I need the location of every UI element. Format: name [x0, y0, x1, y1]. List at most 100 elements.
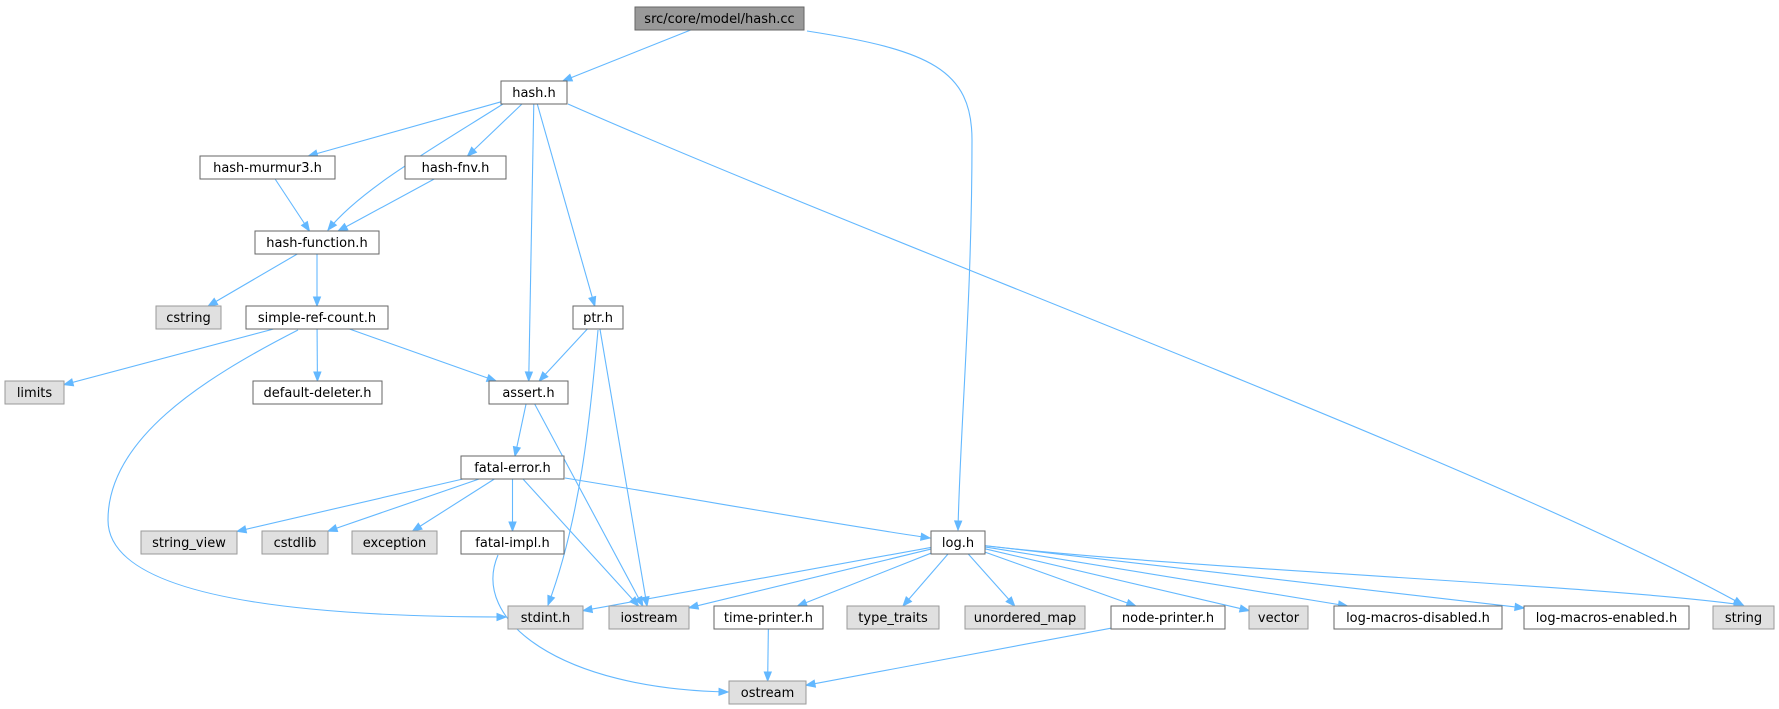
edge-line: [538, 328, 588, 382]
edge-line: [337, 178, 435, 232]
node-label: node-printer.h: [1122, 611, 1214, 626]
arrowhead: [1514, 602, 1526, 612]
edge-fnv-to-hfunc: [337, 178, 435, 232]
node-nprinter[interactable]: node-printer.h: [1110, 605, 1226, 630]
edge-hash_cc-to-hash_h: [561, 29, 691, 82]
arrowhead: [466, 146, 478, 157]
edge-line: [984, 551, 1136, 607]
edge-hash_h-to-fnv: [466, 103, 523, 157]
edge-line: [984, 546, 1348, 607]
node-ptr[interactable]: ptr.h: [572, 305, 624, 330]
arrowhead: [62, 378, 75, 387]
node-box: [500, 80, 568, 105]
edge-line: [547, 329, 599, 606]
node-label: cstring: [166, 311, 210, 326]
edge-line: [562, 29, 691, 82]
arrowhead: [804, 679, 817, 688]
arrowhead: [547, 594, 556, 607]
edge-line: [327, 478, 480, 532]
edge-fatal-to-log_h: [564, 477, 932, 541]
node-vector: vector: [1248, 605, 1309, 630]
node-cstdlib: cstdlib: [261, 530, 329, 555]
edge-log_h-to-stdint: [581, 546, 932, 614]
edge-line: [984, 548, 1250, 612]
edge-line: [308, 101, 502, 157]
edge-line: [806, 30, 973, 531]
node-label: unordered_map: [974, 611, 1077, 626]
edge-line: [412, 478, 495, 532]
node-umap: unordered_map: [964, 605, 1086, 630]
edge-line: [567, 103, 1744, 606]
arrowhead: [538, 371, 549, 383]
node-box: [404, 155, 507, 180]
node-lmd[interactable]: log-macros-disabled.h: [1333, 605, 1503, 630]
edge-line: [274, 178, 310, 232]
edge-line: [63, 328, 274, 386]
arrowhead: [411, 522, 423, 532]
arrowhead: [524, 371, 534, 383]
edge-assert-to-fatal: [512, 403, 527, 458]
arrowhead: [337, 222, 349, 232]
node-hfunc[interactable]: hash-function.h: [254, 230, 380, 255]
arrowhead: [953, 520, 963, 532]
edge-src-to-assert: [349, 328, 498, 382]
node-box: [245, 305, 389, 330]
node-murmur[interactable]: hash-murmur3.h: [199, 155, 336, 180]
node-tprinter[interactable]: time-printer.h: [713, 605, 824, 630]
node-label: time-printer.h: [724, 611, 813, 626]
arrowhead: [919, 532, 932, 541]
node-box: [460, 455, 565, 480]
node-label: string_view: [152, 536, 226, 551]
edge-fatal-to-exception: [411, 478, 495, 532]
arrowhead: [718, 687, 730, 697]
edge-log_h-to-iostream: [687, 548, 932, 610]
node-limits: limits: [4, 380, 65, 405]
node-src[interactable]: simple-ref-count.h: [245, 305, 389, 330]
node-hash-h[interactable]: hash.h: [500, 80, 568, 105]
edge-line: [534, 403, 644, 607]
edge-line: [536, 103, 596, 307]
node-fatal[interactable]: fatal-error.h: [460, 455, 565, 480]
edge-line: [492, 554, 729, 693]
edge-line: [107, 329, 507, 618]
node-box: [964, 605, 1086, 630]
node-exception: exception: [351, 530, 438, 555]
arrowhead: [312, 296, 322, 308]
arrowhead: [581, 604, 594, 614]
edge-fatal-to-string_view: [235, 478, 464, 534]
edge-src-to-stdint: [107, 329, 508, 622]
node-fimpl[interactable]: fatal-impl.h: [460, 530, 565, 555]
arrowhead: [485, 373, 498, 382]
node-box: [252, 380, 383, 405]
edge-ptr-to-assert: [538, 328, 588, 383]
node-label: iostream: [620, 611, 677, 626]
node-deleter[interactable]: default-deleter.h: [252, 380, 383, 405]
arrowhead: [687, 601, 700, 610]
node-label: hash-function.h: [266, 236, 367, 251]
node-box: [634, 6, 805, 31]
node-assert[interactable]: assert.h: [488, 380, 569, 405]
edges-layer: [62, 29, 1745, 697]
edge-line: [327, 103, 504, 231]
node-box: [155, 305, 222, 330]
node-ostream: ostream: [728, 680, 807, 705]
edge-log_h-to-tprinter: [796, 552, 932, 607]
edge-src-to-limits: [62, 328, 274, 387]
edge-hfunc-to-src: [312, 254, 322, 308]
edge-hash_h-to-assert: [524, 103, 535, 383]
node-log-h[interactable]: log.h: [930, 530, 986, 555]
node-label: assert.h: [502, 386, 554, 401]
edge-log_h-to-lmd: [984, 546, 1349, 609]
edge-log_h-to-lme: [984, 545, 1526, 612]
arrowhead: [313, 371, 322, 383]
node-label: hash.h: [512, 86, 556, 101]
arrowhead: [496, 612, 508, 622]
node-fnv[interactable]: hash-fnv.h: [404, 155, 507, 180]
node-label: stdint.h: [521, 611, 570, 626]
node-lme[interactable]: log-macros-enabled.h: [1523, 605, 1690, 630]
edge-line: [902, 553, 949, 607]
arrowhead: [796, 598, 808, 607]
arrowhead: [300, 220, 311, 233]
node-string: string: [1712, 605, 1775, 630]
